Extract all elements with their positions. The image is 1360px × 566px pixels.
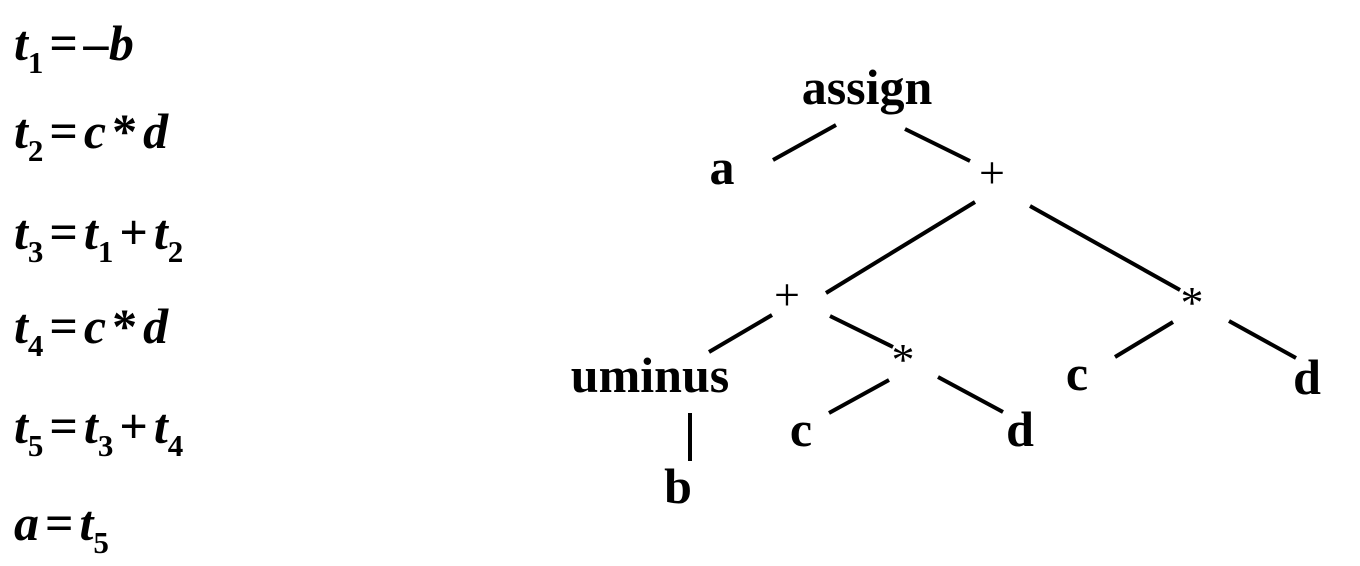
node-plus-top: +: [979, 147, 1005, 198]
lhs-var: a: [14, 495, 39, 551]
equals-sign: =: [49, 298, 78, 354]
rhs-term: t: [83, 398, 98, 454]
code-line-6: a=t5: [14, 495, 109, 558]
equals-sign: =: [49, 103, 78, 159]
lhs-var: t: [14, 298, 28, 354]
lhs-var: t: [14, 103, 28, 159]
lhs-var: t: [14, 204, 28, 260]
rhs-subscript: 4: [167, 428, 184, 463]
rhs-operator: *: [112, 298, 138, 354]
code-line-3: t3=t1+t2: [14, 204, 183, 267]
three-address-code: t1=–b t2=c*d t3=t1+t2 t4=c*d t5=t3+t4 a=…: [14, 0, 454, 566]
edge-plus-star: [1029, 204, 1181, 292]
lhs-subscript: 2: [27, 133, 44, 168]
code-line-4: t4=c*d: [14, 298, 169, 361]
code-line-1: t1=–b: [14, 15, 134, 78]
node-star-mid: *: [892, 334, 915, 385]
node-b: b: [664, 458, 692, 514]
rhs-term: t: [153, 398, 168, 454]
equals-sign: =: [49, 204, 78, 260]
rhs-term: –b: [83, 15, 134, 71]
equals-sign: =: [49, 15, 78, 71]
code-line-2: t2=c*d: [14, 103, 169, 166]
rhs-subscript: 3: [97, 428, 114, 463]
edge-assign-plus: [904, 127, 971, 163]
edge-assign-a: [772, 123, 837, 162]
lhs-subscript: 3: [27, 234, 44, 269]
rhs-term: d: [143, 298, 169, 354]
node-assign: assign: [802, 59, 933, 115]
edge-star-c-right: [1113, 320, 1175, 359]
node-a: a: [710, 139, 735, 195]
node-c-right: c: [1066, 345, 1088, 401]
rhs-subscript: 2: [167, 234, 184, 269]
node-d-mid: d: [1006, 401, 1034, 457]
node-uminus: uminus: [571, 347, 729, 403]
lhs-subscript: 1: [27, 45, 44, 80]
rhs-subscript: 5: [93, 525, 109, 560]
edge-star-c-mid: [828, 378, 890, 415]
edge-star-d-mid: [937, 375, 1004, 414]
rhs-term: c: [83, 103, 107, 159]
lhs-var: t: [14, 398, 28, 454]
edge-star-d-right: [1228, 319, 1297, 360]
rhs-term: d: [143, 103, 169, 159]
equals-sign: =: [45, 495, 74, 551]
lhs-subscript: 5: [27, 428, 44, 463]
rhs-term: t: [83, 204, 98, 260]
edge-plus-plus: [824, 200, 977, 295]
code-line-5: t5=t3+t4: [14, 398, 183, 461]
node-c-mid: c: [790, 401, 812, 457]
rhs-term: c: [83, 298, 107, 354]
lhs-subscript: 4: [27, 328, 44, 363]
rhs-term: t: [153, 204, 168, 260]
edge-plus-star-mid: [829, 314, 894, 349]
rhs-term: t: [79, 495, 94, 551]
equals-sign: =: [49, 398, 78, 454]
lhs-var: t: [14, 15, 28, 71]
rhs-operator: *: [112, 103, 138, 159]
node-star-right: *: [1181, 277, 1204, 328]
node-plus-left: +: [774, 269, 800, 320]
rhs-operator: +: [119, 398, 148, 454]
edge-plus-uminus: [707, 313, 774, 354]
rhs-operator: +: [119, 204, 148, 260]
node-d-right: d: [1293, 349, 1321, 405]
rhs-subscript: 1: [97, 234, 114, 269]
